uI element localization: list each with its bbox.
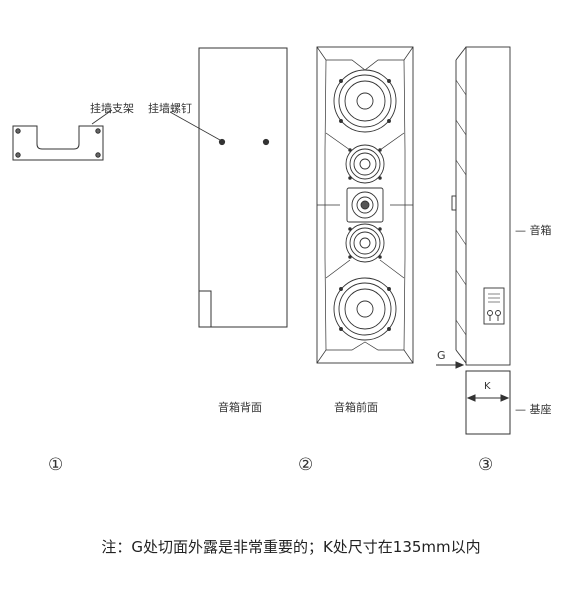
screw-label: 挂墙螺钉 xyxy=(148,102,192,115)
bracket-label: 挂墙支架 xyxy=(90,102,134,115)
screw-leader xyxy=(169,111,221,141)
speaker-front xyxy=(316,46,414,364)
speaker-side xyxy=(451,46,511,366)
depth-arrow xyxy=(466,394,510,402)
step-1-marker: ① xyxy=(48,455,64,475)
front-view-label: 音箱前面 xyxy=(334,401,378,414)
base-label: — 基座 xyxy=(515,403,552,416)
step-3-marker: ③ xyxy=(478,455,494,475)
gap-arrow xyxy=(436,361,465,369)
step-2-marker: ② xyxy=(298,455,314,475)
installation-note: 注：G处切面外露是非常重要的；K处尺寸在135mm以内 xyxy=(101,538,481,556)
back-view-label: 音箱背面 xyxy=(218,401,262,414)
speaker-base xyxy=(465,370,511,435)
bracket-leader xyxy=(91,109,113,125)
speaker-back xyxy=(198,47,288,328)
depth-label: K xyxy=(484,381,491,392)
wall-bracket xyxy=(12,125,104,161)
gap-label: G xyxy=(437,349,446,362)
speaker-label: — 音箱 xyxy=(515,224,552,237)
